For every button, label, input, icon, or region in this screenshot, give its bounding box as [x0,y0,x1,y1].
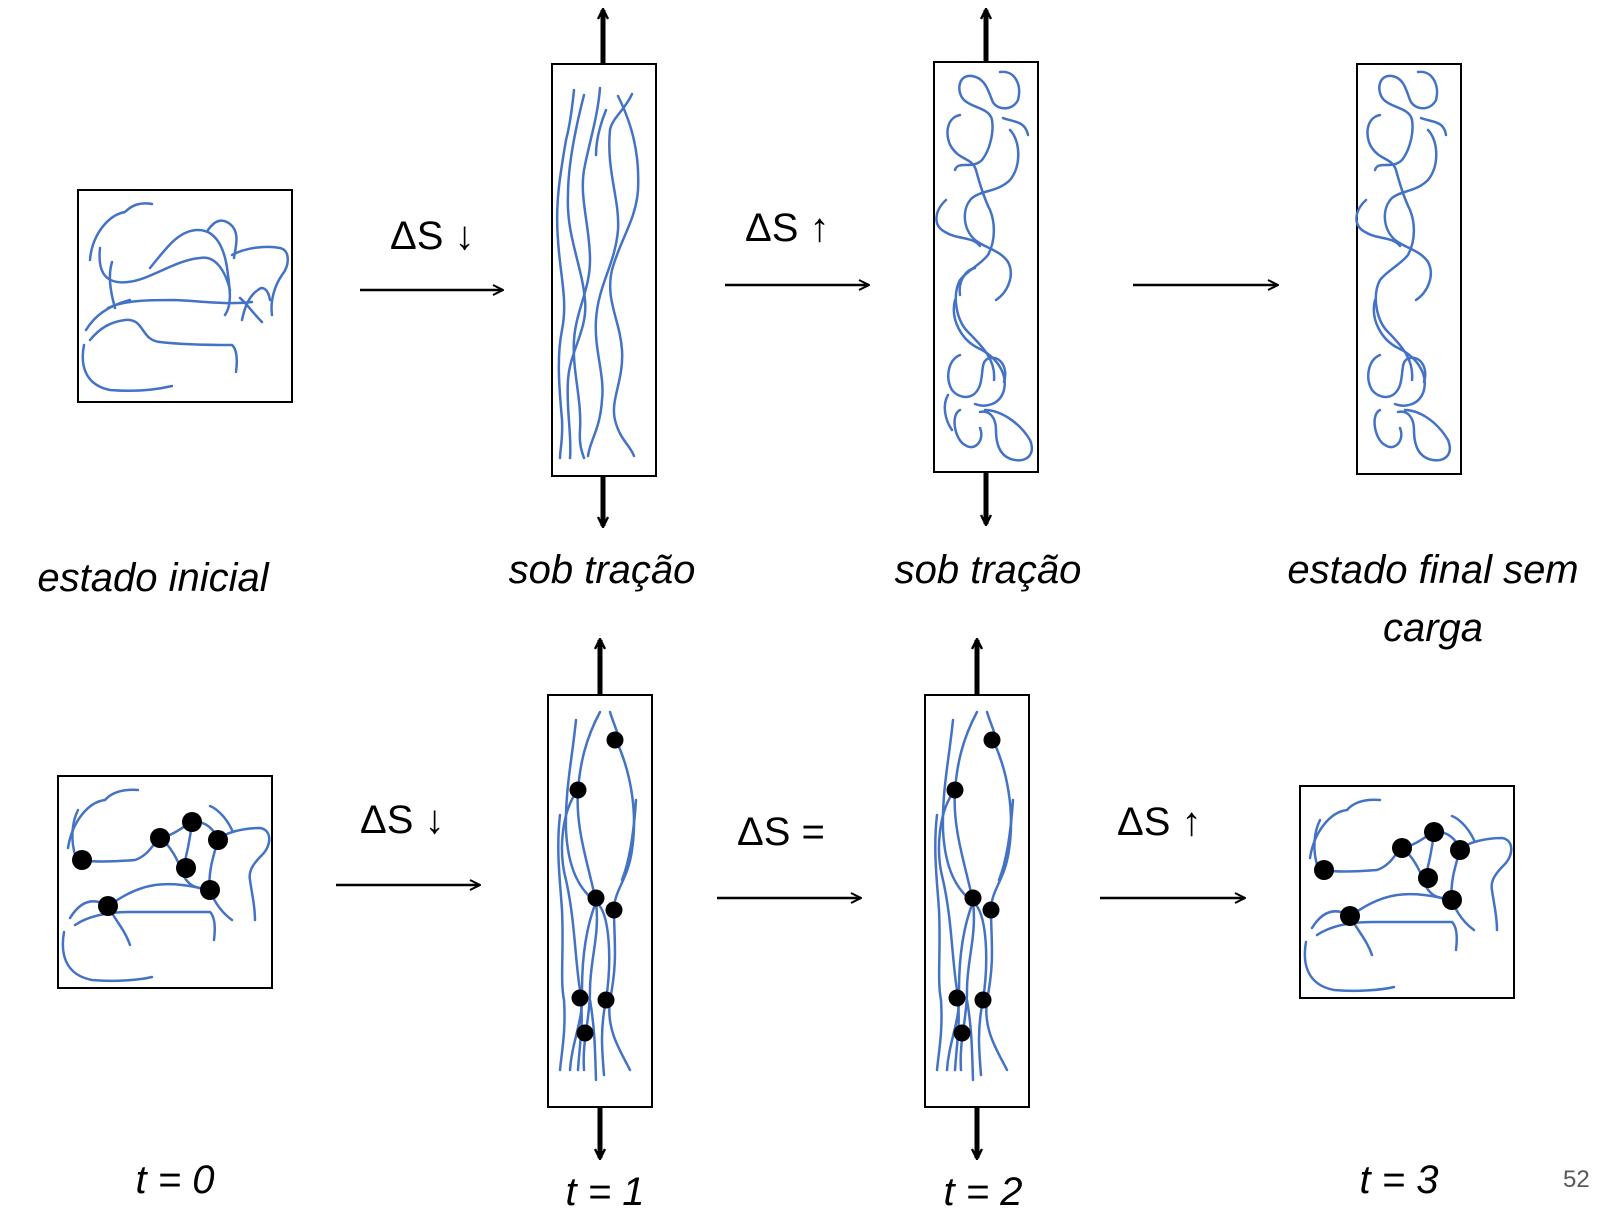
bottom-delta-s-label-2: ΔS = [737,810,825,854]
top-initial-state-box [77,189,293,403]
bottom-delta-s-label-1: ΔS ↓ [360,798,445,842]
time-label-t1: t = 1 [565,1170,645,1214]
page-number: 52 [1563,1166,1590,1193]
crosslink-points [72,812,228,916]
caption-estado-inicial: estado inicial [37,556,269,600]
caption-estado-final-line1: estado final sem [1287,548,1579,592]
time-label-t2: t = 2 [943,1170,1023,1214]
bottom-t0-box [57,775,273,989]
top-tension-box-1 [551,10,657,526]
top-final-state-box [1355,63,1462,475]
crosslink-points [569,731,624,1042]
bottom-t2-box [924,640,1030,1158]
top-delta-s-label-2: ΔS ↑ [745,206,830,250]
crosslink-points [946,731,1001,1042]
time-label-t3: t = 3 [1359,1158,1439,1202]
time-label-t0: t = 0 [135,1158,215,1202]
bottom-t3-box [1299,785,1515,999]
top-tension-box-2 [933,10,1039,524]
caption-sob-tracao-1: sob tração [508,548,696,592]
caption-sob-tracao-2: sob tração [894,548,1082,592]
crosslink-points [1314,822,1470,926]
top-delta-s-label-1: ΔS ↓ [390,214,475,258]
caption-estado-final-line2: carga [1382,606,1484,650]
bottom-delta-s-label-3: ΔS ↑ [1117,800,1202,844]
bottom-t1-box [547,640,653,1158]
